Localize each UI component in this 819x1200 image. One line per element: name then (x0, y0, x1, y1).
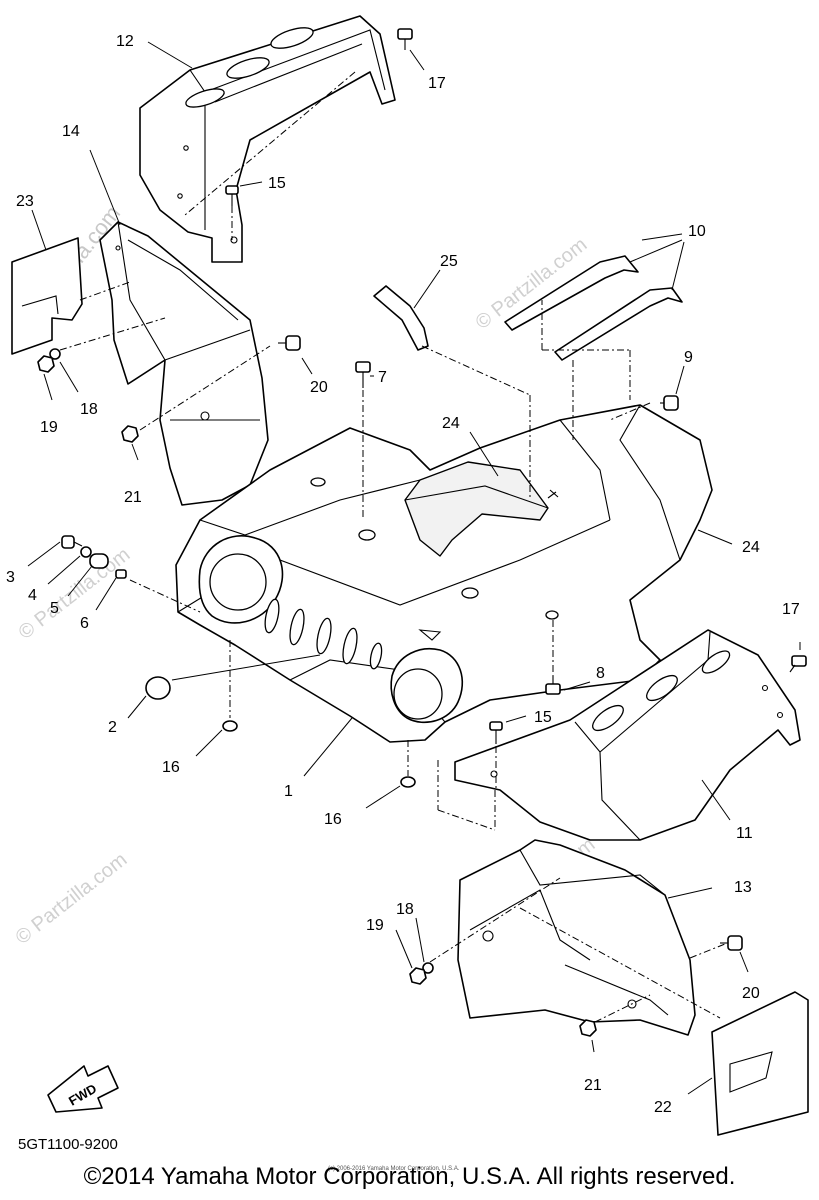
nut-21-lower (579, 1019, 597, 1037)
callout-12: 12 (116, 33, 134, 50)
bolt-15-upper (225, 185, 239, 206)
bolt-3 (61, 535, 83, 549)
callout-8: 8 (596, 665, 605, 682)
callout-21-upper: 21 (124, 489, 142, 506)
washer-16-left (222, 720, 238, 732)
callout-14: 14 (62, 123, 80, 140)
collar-6 (115, 569, 127, 579)
callout-2: 2 (108, 719, 117, 736)
bolt-17-lower (789, 655, 807, 673)
hardware (37, 28, 807, 1037)
callout-24-right: 24 (742, 539, 760, 556)
part-23-plate (11, 237, 83, 355)
callout-5: 5 (50, 600, 59, 617)
callouts: 1 2 3 4 5 6 7 8 9 10 11 12 13 14 15 15 1… (6, 33, 800, 1116)
callout-10: 10 (688, 223, 706, 240)
callout-9: 9 (684, 349, 693, 366)
callout-3: 3 (6, 569, 15, 586)
watermark-bottom-left: © Partzilla.com (12, 849, 132, 949)
callout-15-lower: 15 (534, 709, 552, 726)
callout-11: 11 (736, 825, 753, 842)
copyright-notice: ©2014 Yamaha Motor Corporation, U.S.A. A… (83, 1163, 736, 1190)
part-11-guard-lower (454, 629, 801, 841)
bolt-20-lower (720, 935, 743, 951)
callout-25: 25 (440, 253, 458, 270)
bolt-15-lower (489, 721, 503, 744)
small-copyright: (c) 2006-2016 Yamaha Motor Corporation, … (328, 1166, 460, 1172)
nut-19-upper (37, 355, 55, 373)
callout-18-upper: 18 (80, 401, 98, 418)
cap-2 (145, 676, 171, 700)
bolt-20-upper (278, 335, 301, 351)
callout-22: 22 (654, 1099, 672, 1116)
part-14-mud-flap-left (99, 221, 269, 506)
bolt-8 (545, 676, 561, 695)
callout-19-upper: 19 (40, 419, 58, 436)
grommet-5 (89, 553, 109, 569)
callout-6: 6 (80, 615, 89, 632)
nut-21-upper (121, 425, 139, 443)
callout-17-upper: 17 (428, 75, 446, 92)
callout-13: 13 (734, 879, 752, 896)
diagram-code: 5GT1100-9200 (18, 1136, 118, 1153)
callout-18-lower: 18 (396, 901, 414, 918)
washer-16-right (400, 776, 416, 788)
part-10-strips (504, 255, 683, 361)
callout-23: 23 (16, 193, 34, 210)
callout-7: 7 (378, 369, 387, 386)
part-12-guard-upper (139, 15, 396, 263)
washer-4 (80, 546, 92, 558)
callout-15-upper: 15 (268, 175, 286, 192)
nut-19-lower (409, 967, 427, 985)
part-25-pad (373, 285, 429, 351)
callout-20-lower: 20 (742, 985, 760, 1002)
washer-18-lower (422, 962, 434, 974)
leader-lines (27, 41, 801, 1095)
callout-19-lower: 19 (366, 917, 384, 934)
part-1-front-fender (175, 404, 713, 743)
washer-18-upper (49, 348, 61, 360)
callout-1: 1 (284, 783, 293, 800)
forward-arrow: FWD (47, 1065, 119, 1113)
callout-24-left: 24 (442, 415, 460, 432)
bolt-7 (355, 361, 371, 388)
callout-16-right: 16 (324, 811, 342, 828)
callout-21-lower: 21 (584, 1077, 602, 1094)
callout-16-left: 16 (162, 759, 180, 776)
assembly-lines (59, 71, 726, 1023)
part-13-mud-flap-right (457, 839, 696, 1036)
part-22-plate (711, 991, 809, 1136)
callout-4: 4 (28, 587, 37, 604)
callout-17-lower: 17 (782, 601, 800, 618)
bolt-17-upper (397, 28, 413, 50)
bolt-9 (660, 395, 679, 411)
callout-20-upper: 20 (310, 379, 328, 396)
